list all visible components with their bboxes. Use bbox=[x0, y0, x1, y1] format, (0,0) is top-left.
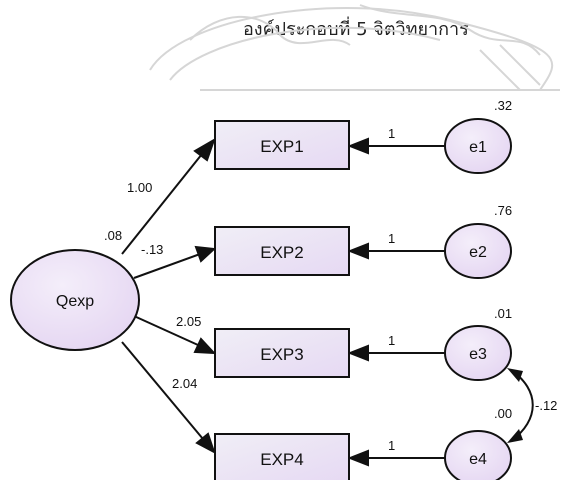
loading-label: 2.05 bbox=[176, 314, 201, 329]
watermark-seal bbox=[149, 4, 560, 91]
error-label: e1 bbox=[469, 139, 487, 156]
path-qexp-exp3 bbox=[133, 315, 199, 346]
error-path-weight: 1 bbox=[388, 438, 395, 453]
error-e1 bbox=[444, 118, 512, 174]
latent-qexp bbox=[10, 249, 140, 351]
error-variance: .01 bbox=[494, 306, 512, 321]
error-variance: .00 bbox=[494, 406, 512, 421]
indicator-exp4 bbox=[214, 433, 350, 480]
path-qexp-exp2 bbox=[133, 253, 201, 279]
arrowhead bbox=[507, 368, 523, 382]
error-label: e4 bbox=[469, 451, 487, 468]
covariance-e3-e4 bbox=[510, 369, 534, 442]
error-path-weight: 1 bbox=[388, 231, 395, 246]
arrowhead bbox=[194, 245, 217, 263]
path-qexp-exp4 bbox=[121, 341, 204, 440]
latent-label: Qexp bbox=[56, 293, 94, 310]
covariance-label: -.12 bbox=[535, 398, 557, 413]
indicator-label: EXP3 bbox=[260, 345, 303, 364]
path-qexp-exp1 bbox=[121, 153, 203, 255]
arrowhead bbox=[347, 344, 369, 362]
error-e4 bbox=[444, 430, 512, 480]
error-variance: .76 bbox=[494, 203, 512, 218]
error-e2 bbox=[444, 223, 512, 279]
indicator-label: EXP4 bbox=[260, 450, 303, 469]
arrowhead bbox=[195, 432, 216, 455]
arrowhead bbox=[507, 429, 523, 443]
loading-label: -.13 bbox=[141, 242, 163, 257]
indicator-label: EXP1 bbox=[260, 137, 303, 156]
arrowhead bbox=[193, 337, 217, 355]
error-path-weight: 1 bbox=[388, 126, 395, 141]
error-path-weight: 1 bbox=[388, 333, 395, 348]
error-e3 bbox=[444, 325, 512, 381]
indicator-exp3 bbox=[214, 328, 350, 378]
indicator-label: EXP2 bbox=[260, 243, 303, 262]
latent-variance: .08 bbox=[104, 228, 122, 243]
indicator-exp1 bbox=[214, 120, 350, 170]
error-label: e3 bbox=[469, 346, 487, 363]
arrowhead bbox=[347, 242, 369, 260]
arrowhead bbox=[347, 137, 369, 155]
indicator-exp2 bbox=[214, 226, 350, 276]
error-variance: .32 bbox=[494, 98, 512, 113]
error-label: e2 bbox=[469, 244, 487, 261]
arrowhead bbox=[347, 449, 369, 467]
arrowhead bbox=[193, 137, 216, 162]
loading-label: 2.04 bbox=[172, 376, 197, 391]
loading-label: 1.00 bbox=[127, 180, 152, 195]
